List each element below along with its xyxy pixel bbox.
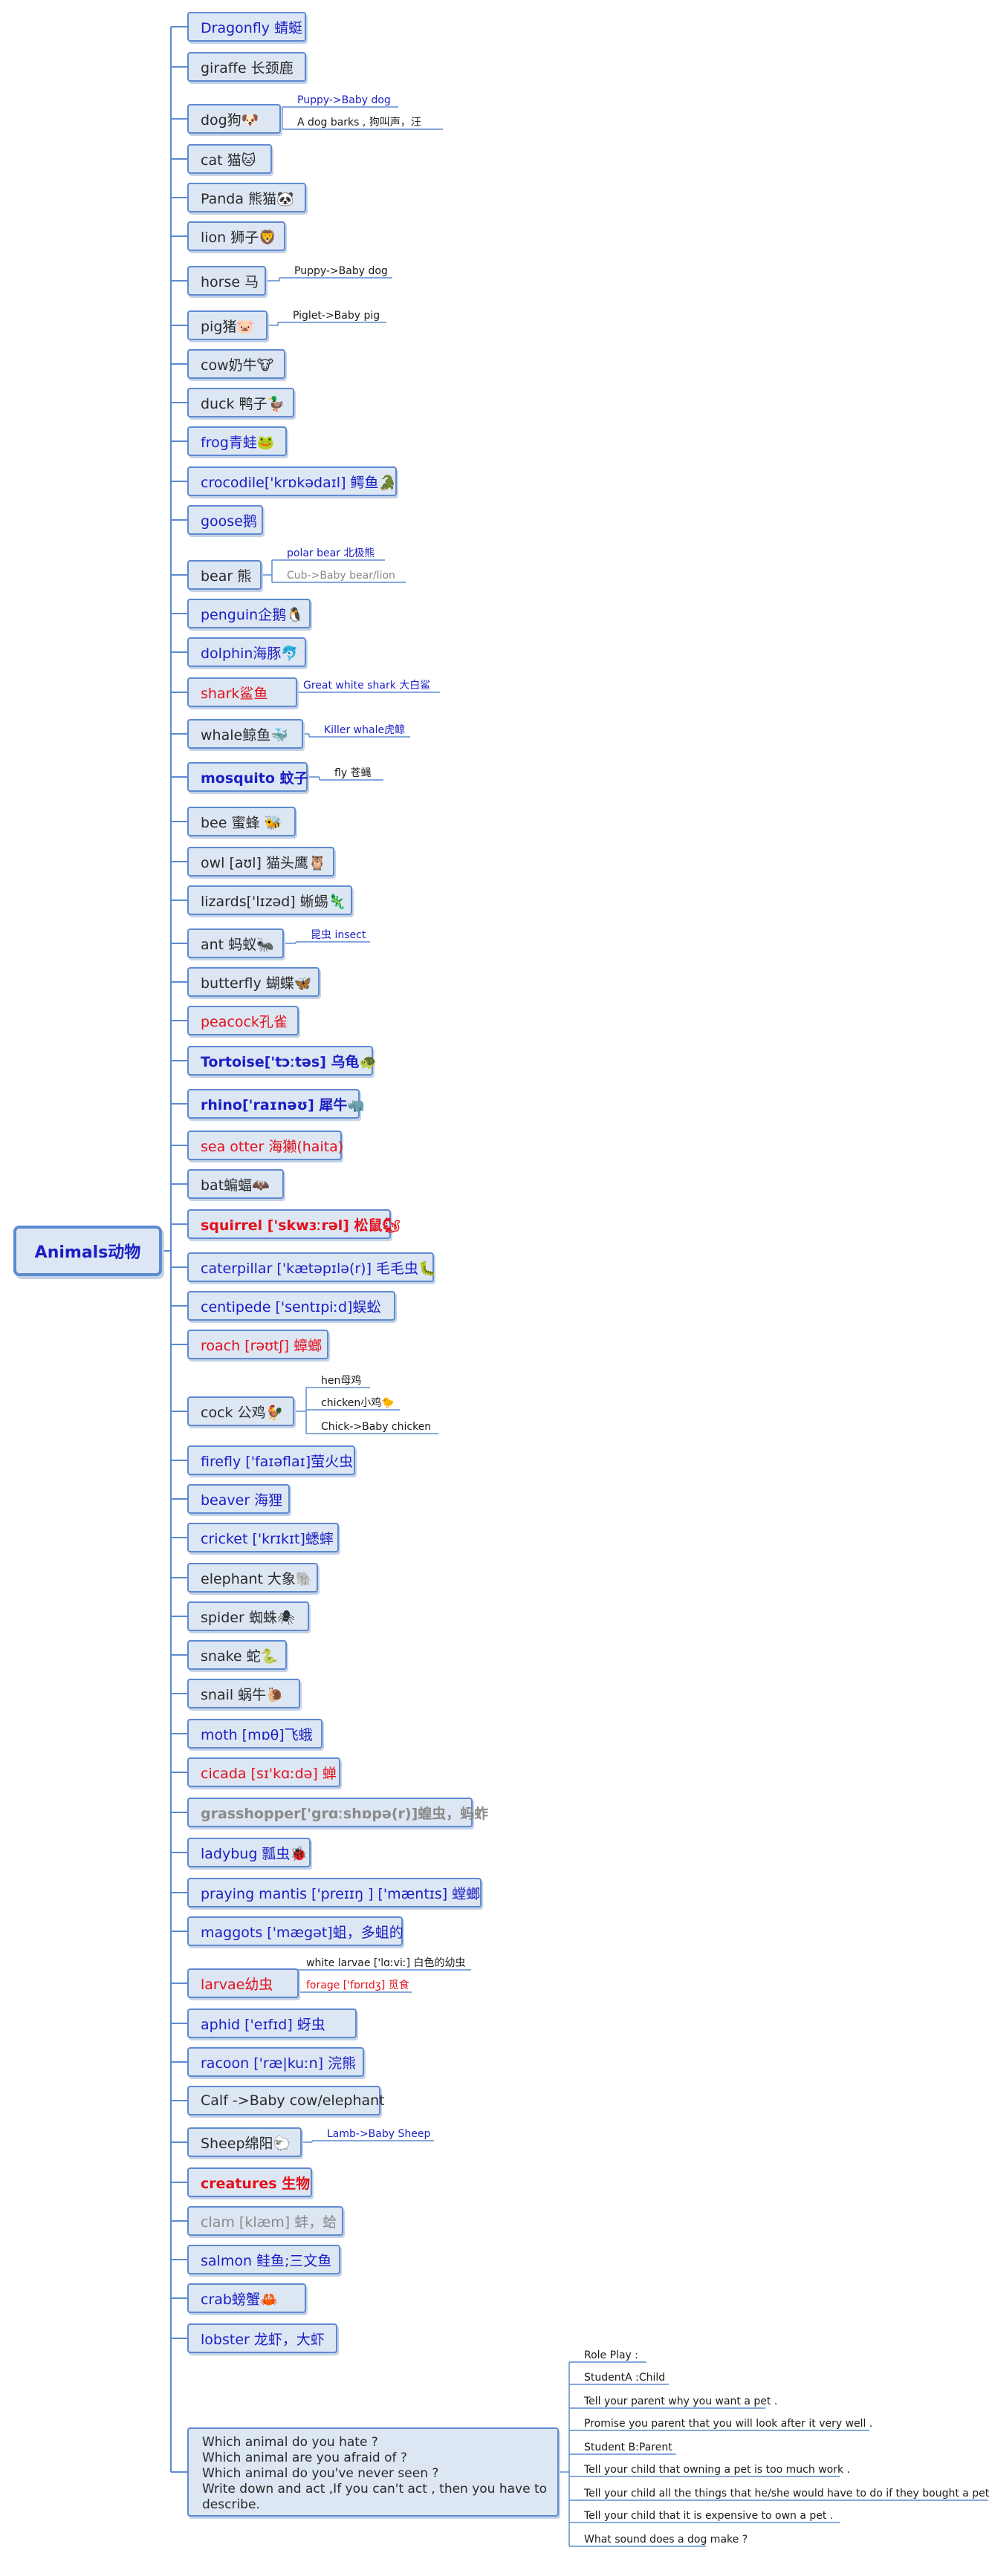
topic-node-bee[interactable]: bee 蜜蜂 🐝 <box>187 807 296 836</box>
topic-node-clam[interactable]: clam [klæm] 蚌，蛤 <box>187 2206 343 2236</box>
question-describe: describe. <box>202 2497 260 2512</box>
topic-node-praying-mantis[interactable]: praying mantis ['preɪɪŋ ] ['mæntɪs] 螳螂 <box>187 1878 482 1907</box>
topic-node-owl[interactable]: owl [aʊl] 猫头鹰🦉 <box>187 847 334 876</box>
topic-node-squirrel[interactable]: squirrel ['skwɜːrəl] 松鼠🐿 <box>187 1209 401 1239</box>
topic-node-dog[interactable]: dog狗🐶 <box>187 104 281 134</box>
topic-node-caterpillar[interactable]: caterpillar ['kætəpɪlə(r)] 毛毛虫🐛 <box>187 1252 436 1282</box>
role-play-item-promise[interactable]: Promise you parent that you will look af… <box>584 2418 873 2430</box>
topic-node-butterfly[interactable]: butterfly 蝴蝶🦋 <box>187 967 320 997</box>
topic-node-grasshopper[interactable]: grasshopper['grɑːshɒpə(r)]蝗虫，蚂蚱 <box>187 1798 488 1827</box>
topic-node-maggots[interactable]: maggots ['mægət]蛆，多蛆的 <box>187 1916 403 1946</box>
topic-node-moth[interactable]: moth [mɒθ]飞蛾 <box>187 1719 322 1749</box>
question-never-seen: Which animal do you've never seen ? <box>202 2466 439 2481</box>
role-play-item-student-a[interactable]: StudentA :Child <box>584 2372 666 2384</box>
topic-node-dragonfly[interactable]: Dragonfly 蜻蜓 <box>187 12 306 42</box>
topic-node-lobster[interactable]: lobster 龙虾，大虾 <box>187 2323 337 2353</box>
topic-node-roach[interactable]: roach [rəʊtʃ] 蟑螂 <box>187 1330 328 1359</box>
role-play-item-why-pet[interactable]: Tell your parent why you want a pet . <box>584 2396 778 2407</box>
topic-node-whale[interactable]: whale鲸鱼🐳 <box>187 719 303 749</box>
role-play-item-student-b[interactable]: Student B:Parent <box>584 2442 672 2453</box>
subtopic-whale-killer[interactable]: Killer whale虎鲸 <box>324 724 406 736</box>
topic-node-crab[interactable]: crab螃蟹🦀 <box>187 2283 306 2313</box>
topic-node-tortoise[interactable]: Tortoise['tɔːtəs] 乌龟🐢 <box>187 1046 377 1076</box>
topic-node-lizards[interactable]: lizards['lɪzəd] 蜥蜴🦎 <box>187 885 352 915</box>
root-node-animals[interactable]: Animals动物 <box>13 1226 162 1276</box>
role-play-item-expensive[interactable]: Tell your child that it is expensive to … <box>584 2510 834 2522</box>
subtopic-mosquito-fly[interactable]: fly 苍蝇 <box>334 767 372 779</box>
topic-node-cat[interactable]: cat 猫🐱 <box>187 144 272 174</box>
question-afraid: Which animal are you afraid of ? <box>202 2450 407 2465</box>
role-play-item-things-to-do[interactable]: Tell your child all the things that he/s… <box>584 2488 992 2499</box>
subtopic-sheep-lamb[interactable]: Lamb->Baby Sheep <box>327 2128 431 2140</box>
topic-node-bat[interactable]: bat蝙蝠🦇 <box>187 1169 284 1199</box>
topic-node-frog[interactable]: frog青蛙🐸 <box>187 426 287 456</box>
topic-node-snail[interactable]: snail 蜗牛🐌 <box>187 1679 300 1708</box>
topic-node-shark[interactable]: shark鲨鱼 <box>187 677 297 707</box>
topic-node-duck[interactable]: duck 鸭子🦆 <box>187 388 294 417</box>
topic-node-ladybug[interactable]: ladybug 瓢虫🐞 <box>187 1838 311 1867</box>
topic-node-spider[interactable]: spider 蜘蛛🕷 <box>187 1601 309 1631</box>
subtopic-cock-chick[interactable]: Chick->Baby chicken <box>321 1421 432 1433</box>
topic-node-rhino[interactable]: rhino['raɪnəʊ] 犀牛🦏 <box>187 1089 365 1119</box>
topic-node-ant[interactable]: ant 蚂蚁🐜 <box>187 928 284 958</box>
topic-node-bear[interactable]: bear 熊 <box>187 560 262 590</box>
subtopic-bear-cub[interactable]: Cub->Baby bear/lion <box>287 570 395 582</box>
question-write-act: Write down and act ,If you can't act , t… <box>202 2482 548 2497</box>
role-play-item-dog-sound[interactable]: What sound does a dog make ? <box>584 2534 748 2546</box>
topic-node-sheep[interactable]: Sheep绵阳🐑 <box>187 2127 302 2157</box>
subtopic-dog-puppy[interactable]: Puppy->Baby dog <box>297 94 391 106</box>
topic-node-racoon[interactable]: racoon ['ræ|kuːn] 浣熊 <box>187 2047 364 2077</box>
topic-node-firefly[interactable]: firefly ['faɪəflaɪ]萤火虫 <box>187 1445 355 1475</box>
topic-node-peacock[interactable]: peacock孔雀 <box>187 1006 299 1035</box>
topic-node-cow[interactable]: cow奶牛🐮 <box>187 349 285 379</box>
role-play-item-role-play[interactable]: Role Play : <box>584 2349 638 2361</box>
topic-node-giraffe[interactable]: giraffe 长颈鹿 <box>187 52 306 82</box>
topic-node-panda[interactable]: Panda 熊猫🐼 <box>187 183 306 212</box>
topic-node-lion[interactable]: lion 狮子🦁 <box>187 221 285 251</box>
topic-node-pig[interactable]: pig猪🐷 <box>187 310 268 340</box>
topic-node-beaver[interactable]: beaver 海狸 <box>187 1484 290 1514</box>
topic-node-elephant[interactable]: elephant 大象🐘 <box>187 1563 318 1593</box>
topic-node-cricket[interactable]: cricket ['krɪkɪt]蟋蟀 <box>187 1523 339 1552</box>
subtopic-larvae-white[interactable]: white larvae ['lɑːviː] 白色的幼虫 <box>306 1957 466 1969</box>
subtopic-bear-polar[interactable]: polar bear 北极熊 <box>287 547 375 559</box>
topic-node-mosquito[interactable]: mosquito 蚊子 <box>187 762 308 792</box>
subtopic-larvae-forage[interactable]: forage ['fɒrɪdʒ] 觅食 <box>306 1980 409 1991</box>
subtopic-shark-great-white[interactable]: Great white shark 大白鲨 <box>303 680 431 692</box>
topic-node-crocodile[interactable]: crocodile['krɒkədaɪl] 鳄鱼🐊 <box>187 466 397 496</box>
topic-node-centipede[interactable]: centipede ['sentɪpiːd]蜈蚣 <box>187 1291 395 1321</box>
subtopic-cock-chicken[interactable]: chicken小鸡🐤 <box>321 1397 395 1409</box>
subtopic-pig-piglet[interactable]: Piglet->Baby pig <box>293 310 380 322</box>
subtopic-ant-insect[interactable]: 昆虫 insect <box>311 929 366 941</box>
topic-node-snake[interactable]: snake 蛇🐍 <box>187 1640 287 1670</box>
topic-node-cock[interactable]: cock 公鸡🐓 <box>187 1396 294 1426</box>
topic-node-larvae[interactable]: larvae幼虫 <box>187 1968 299 1998</box>
subtopic-cock-hen[interactable]: hen母鸡 <box>321 1375 362 1387</box>
topic-node-salmon[interactable]: salmon 鲑鱼;三文鱼 <box>187 2245 340 2274</box>
discussion-questions-node[interactable]: Which animal do you hate ? Which animal … <box>187 2427 559 2517</box>
topic-node-dolphin[interactable]: dolphin海豚🐬 <box>187 637 306 667</box>
subtopic-dog-barks[interactable]: A dog barks , 狗叫声，汪 <box>297 117 421 129</box>
question-hate: Which animal do you hate ? <box>202 2435 378 2450</box>
topic-node-goose[interactable]: goose鹅 <box>187 505 263 535</box>
role-play-item-too-much-work[interactable]: Tell your child that owning a pet is too… <box>584 2464 850 2476</box>
subtopic-horse-puppy[interactable]: Puppy->Baby dog <box>294 265 388 277</box>
topic-node-cicada[interactable]: cicada [sɪ'kɑːdə] 蝉 <box>187 1757 340 1787</box>
topic-node-sea-otter[interactable]: sea otter 海獭(haita) <box>187 1131 343 1160</box>
topic-node-horse[interactable]: horse 马 <box>187 266 266 296</box>
topic-node-calf[interactable]: Calf ->Baby cow/elephant <box>187 2086 385 2115</box>
topic-node-aphid[interactable]: aphid ['eɪfɪd] 蚜虫 <box>187 2009 357 2038</box>
topic-node-penguin[interactable]: penguin企鹅🐧 <box>187 599 311 628</box>
topic-node-creatures[interactable]: creatures 生物 <box>187 2167 312 2197</box>
